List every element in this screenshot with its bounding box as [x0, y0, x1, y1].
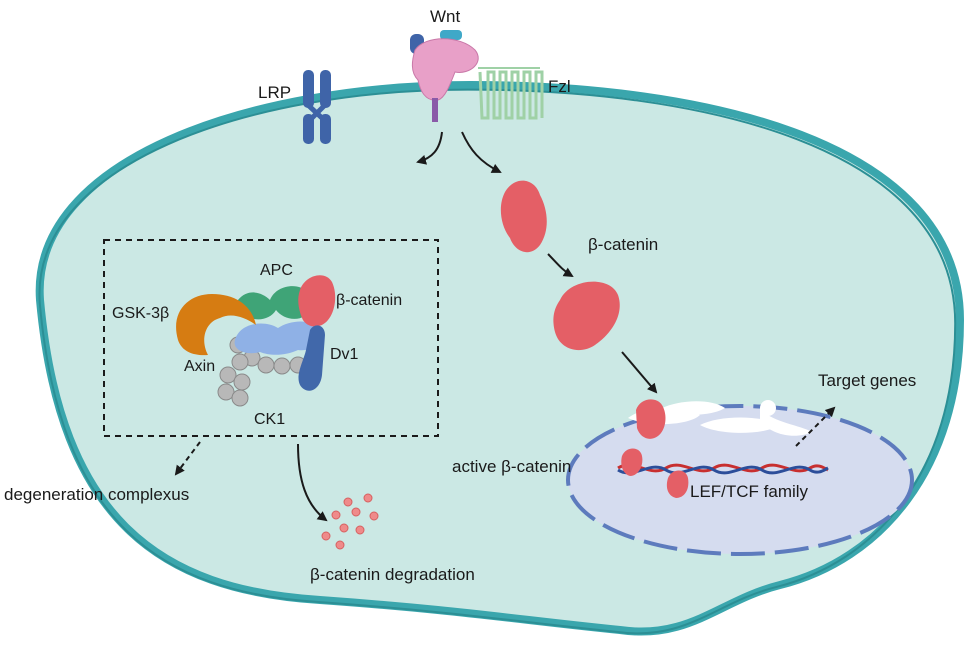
dv1-label: Dv1: [330, 346, 359, 363]
active-beta-catenin-label: active β-catenin: [452, 457, 571, 476]
lrp-label: LRP: [258, 83, 291, 102]
destruction-complex: [176, 275, 336, 407]
arrow-beta-catenin-translocation: [547, 253, 574, 278]
cell-membrane: [35, 80, 965, 636]
dv1-protein: [298, 325, 325, 391]
arrow-to-nucleus: [621, 351, 658, 394]
ck1-chain: [217, 336, 307, 407]
complex-beta-catenin-label: β-catenin: [336, 292, 402, 309]
beta-catenin-protein-1: [500, 180, 547, 253]
beta-catenin-protein-2: [553, 281, 620, 351]
beta-catenin-label: β-catenin: [588, 235, 658, 254]
lrp-receptor: [303, 70, 331, 144]
complex-beta-catenin-protein: [298, 275, 336, 327]
axin-label: Axin: [184, 358, 215, 375]
axin-protein: [234, 321, 323, 355]
gsk3b-protein: [176, 294, 256, 356]
wnt-ligand: [410, 30, 479, 122]
ck1-label: CK1: [254, 411, 285, 428]
fzl-receptor: [478, 67, 544, 120]
nuclear-beta-catenin-protein: [636, 399, 666, 439]
lef-tcf-label: LEF/TCF family: [690, 482, 809, 501]
arrow-to-degradation: [297, 443, 328, 522]
apc-protein: [235, 286, 314, 320]
arrow-to-degeneration: [174, 441, 201, 476]
arrow-to-beta-catenin: [461, 131, 502, 173]
wnt-label: Wnt: [430, 7, 461, 26]
degradation-fragments: [321, 493, 379, 550]
nucleus: [566, 404, 914, 556]
target-genes-label: Target genes: [818, 371, 916, 390]
apc-label: APC: [260, 262, 293, 279]
destruction-complex-box: [103, 239, 439, 437]
dna-strand: [617, 463, 829, 475]
degradation-label: β-catenin degradation: [310, 565, 475, 584]
lef-tcf-protein: [666, 470, 689, 498]
degeneration-label: degeneration complexus: [4, 485, 189, 504]
active-beta-catenin-protein: [621, 448, 643, 476]
arrow-to-complex: [416, 131, 443, 165]
cell-membrane-inner: [38, 88, 957, 635]
fzl-label: Fzl: [548, 77, 571, 96]
gsk3b-label: GSK-3β: [112, 305, 169, 322]
